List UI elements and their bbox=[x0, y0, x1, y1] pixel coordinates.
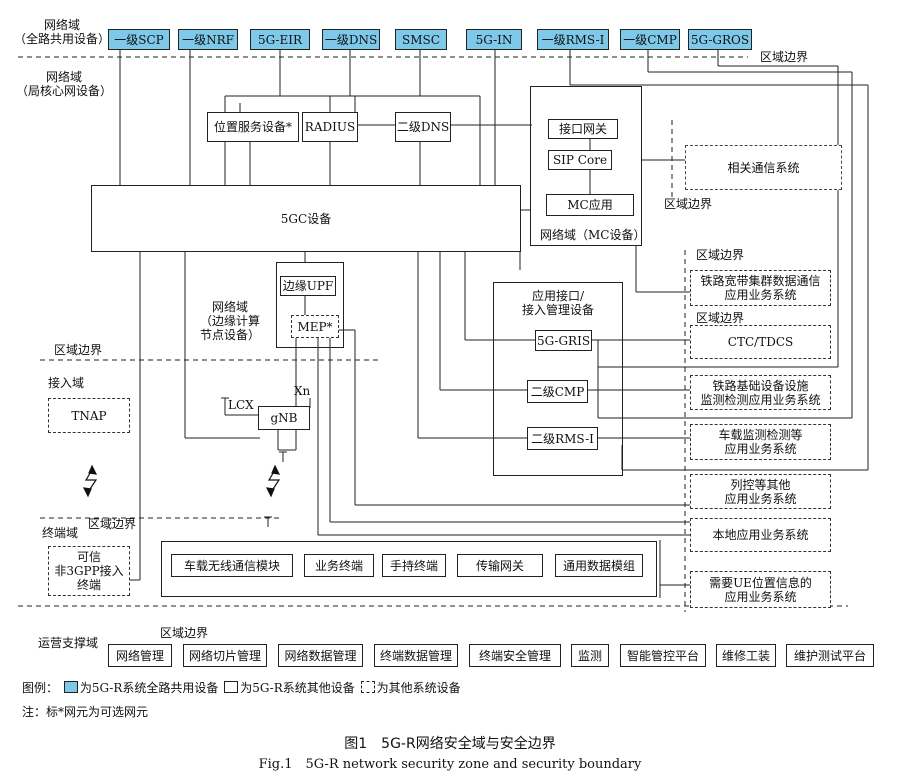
node-nrf1[interactable]: 一级NRF bbox=[178, 29, 238, 50]
terminal-trusted-non3gpp[interactable]: 可信 非3GPP接入 终端 bbox=[48, 546, 130, 596]
legend-prefix: 图例： bbox=[22, 681, 59, 695]
legend-external: 为其他系统设备 bbox=[376, 681, 461, 695]
node-edge-upf[interactable]: 边缘UPF bbox=[280, 276, 336, 296]
boundary-label-terminal: 区域边界 bbox=[88, 517, 137, 531]
terminal-onboard-module[interactable]: 车载无线通信模块 bbox=[171, 554, 293, 577]
node-5g-in[interactable]: 5G-IN bbox=[466, 29, 522, 50]
mc-domain-frame bbox=[530, 86, 642, 246]
zone-label-terminal: 终端域 bbox=[42, 526, 79, 540]
legend: 图例： 为5G-R系统全路共用设备 为5G-R系统其他设备 为其他系统设备 bbox=[22, 681, 461, 695]
label-xn: Xn bbox=[294, 384, 311, 398]
node-interface-gateway[interactable]: 接口网关 bbox=[548, 119, 618, 139]
app-interface-title: 应用接口/ 接入管理设备 bbox=[521, 289, 594, 317]
ext-broadband-trunk[interactable]: 铁路宽带集群数据通信 应用业务系统 bbox=[690, 270, 831, 306]
node-dns1[interactable]: 一级DNS bbox=[322, 29, 380, 50]
edge-domain-frame bbox=[276, 262, 344, 348]
ext-infra-monitoring[interactable]: 铁路基础设备设施 监测检测应用业务系统 bbox=[690, 375, 831, 410]
node-rms1[interactable]: 一级RMS-I bbox=[537, 29, 609, 50]
ops-monitoring[interactable]: 监测 bbox=[571, 644, 609, 667]
ext-onboard-monitoring[interactable]: 车载监测检测等 应用业务系统 bbox=[690, 424, 831, 460]
node-mep[interactable]: MEP* bbox=[291, 315, 339, 338]
ops-test-platform[interactable]: 维护测试平台 bbox=[786, 644, 874, 667]
ext-train-control[interactable]: 列控等其他 应用业务系统 bbox=[690, 474, 831, 509]
ops-smart-control[interactable]: 智能管控平台 bbox=[620, 644, 706, 667]
node-smsc[interactable]: SMSC bbox=[395, 29, 447, 50]
ops-terminal-security[interactable]: 终端安全管理 bbox=[469, 644, 561, 667]
terminal-handheld[interactable]: 手持终端 bbox=[382, 554, 446, 577]
legend-other: 为5G-R系统其他设备 bbox=[240, 681, 355, 695]
node-tnap[interactable]: TNAP bbox=[48, 398, 130, 433]
ops-slice-mgmt[interactable]: 网络切片管理 bbox=[183, 644, 267, 667]
boundary-label-access: 区域边界 bbox=[54, 343, 103, 357]
caption-cn: 图1 5G-R网络安全域与安全边界 bbox=[344, 736, 556, 752]
node-dns2[interactable]: 二级DNS bbox=[395, 112, 451, 142]
zone-label-ops: 运营支撑域 bbox=[38, 636, 99, 650]
node-scp1[interactable]: 一级SCP bbox=[108, 29, 170, 50]
legend-swatch-other bbox=[224, 681, 239, 693]
ext-ue-location-app[interactable]: 需要UE位置信息的 应用业务系统 bbox=[690, 571, 831, 608]
terminals-frame bbox=[161, 541, 657, 597]
label-lcx: LCX bbox=[228, 398, 254, 412]
terminal-data-module[interactable]: 通用数据模组 bbox=[555, 554, 643, 577]
ops-terminal-data[interactable]: 终端数据管理 bbox=[374, 644, 458, 667]
node-location-service[interactable]: 位置服务设备* bbox=[207, 112, 299, 142]
ext-ctc-tdcs[interactable]: CTC/TDCS bbox=[690, 325, 831, 359]
ops-maintenance-tools[interactable]: 维修工装 bbox=[716, 644, 776, 667]
node-rms2[interactable]: 二级RMS-I bbox=[527, 427, 598, 450]
zone-label-access: 接入域 bbox=[48, 376, 85, 390]
zone-label-core: 网络域 （局核心网设备） bbox=[16, 70, 113, 98]
boundary-label-top: 区域边界 bbox=[760, 50, 809, 64]
node-cmp2[interactable]: 二级CMP bbox=[527, 380, 588, 403]
ext-related-comm[interactable]: 相关通信系统 bbox=[685, 145, 842, 190]
node-5g-gris[interactable]: 5G-GRIS bbox=[535, 330, 592, 351]
ops-network-data[interactable]: 网络数据管理 bbox=[278, 644, 363, 667]
node-radius[interactable]: RADIUS bbox=[302, 112, 358, 142]
node-5g-eir[interactable]: 5G-EIR bbox=[250, 29, 310, 50]
terminal-transport-gateway[interactable]: 传输网关 bbox=[457, 554, 543, 577]
legend-swatch-shared bbox=[63, 681, 78, 693]
terminal-service[interactable]: 业务终端 bbox=[304, 554, 374, 577]
zone-label-nationwide: 网络域 （全路共用设备） bbox=[14, 18, 111, 46]
boundary-label-mc: 区域边界 bbox=[664, 197, 713, 211]
node-5gc[interactable]: 5GC设备 bbox=[91, 185, 521, 252]
legend-shared: 为5G-R系统全路共用设备 bbox=[79, 681, 219, 695]
legend-swatch-external bbox=[360, 681, 375, 693]
boundary-label-broadband: 区域边界 bbox=[696, 248, 745, 262]
caption-en: Fig.1 5G-R network security zone and sec… bbox=[258, 757, 642, 772]
ext-local-app[interactable]: 本地应用业务系统 bbox=[690, 518, 831, 552]
node-sip-core[interactable]: SIP Core bbox=[548, 150, 612, 170]
node-cmp1[interactable]: 一级CMP bbox=[620, 29, 680, 50]
ops-network-mgmt[interactable]: 网络管理 bbox=[108, 644, 172, 667]
node-gnb[interactable]: gNB bbox=[258, 406, 310, 430]
zone-label-edge: 网络域 （边缘计算 节点设备） bbox=[200, 300, 261, 342]
boundary-label-ops: 区域边界 bbox=[160, 626, 209, 640]
mc-domain-label: 网络域（MC设备） bbox=[540, 228, 646, 242]
note: 注：标*网元为可选网元 bbox=[22, 705, 149, 719]
app-interface-frame bbox=[493, 282, 623, 476]
node-5g-gros[interactable]: 5G-GROS bbox=[688, 29, 752, 50]
boundary-label-ctc: 区域边界 bbox=[696, 311, 745, 325]
node-mc-app[interactable]: MC应用 bbox=[546, 194, 634, 216]
